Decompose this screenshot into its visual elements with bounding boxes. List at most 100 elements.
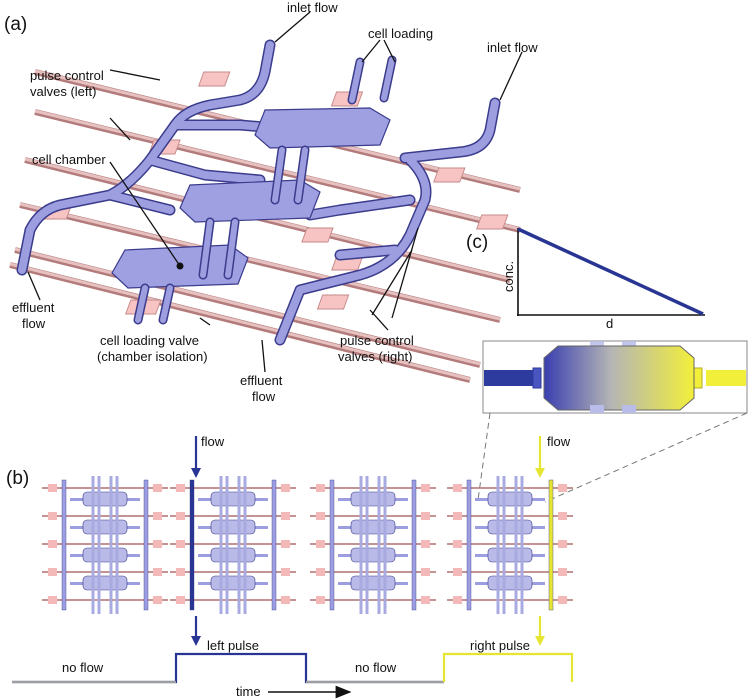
b-valve-pad	[421, 568, 430, 576]
label-pulse-left-line2: valves (left)	[30, 84, 96, 99]
b-chamber	[487, 519, 533, 535]
b-loading-line	[91, 476, 95, 614]
label-flow-right: flow	[547, 434, 571, 449]
b-valve-pad	[176, 540, 185, 548]
label-flow-left: flow	[201, 434, 225, 449]
b-valve-pad	[153, 596, 162, 604]
flow-arrow-icon	[394, 143, 414, 151]
b-left-channel	[329, 479, 335, 611]
time-axis-label: time	[236, 684, 261, 699]
schematic-grid	[170, 476, 296, 614]
b-loading-line	[520, 476, 524, 614]
b-loading-line	[97, 476, 101, 614]
b-right-channel	[411, 479, 417, 611]
panel-c: (c) conc. d	[466, 227, 748, 503]
b-chamber	[210, 547, 256, 563]
b-loading-line	[377, 476, 381, 614]
label-loading-valve-line1: cell loading valve	[100, 333, 199, 348]
cell-chambers	[111, 107, 391, 289]
label-inlet-flow-right: inlet flow	[487, 40, 538, 55]
b-chamber	[350, 519, 396, 535]
b-grids	[42, 476, 573, 614]
b-chamber	[82, 519, 128, 535]
label-effluent-left-line1: effluent	[12, 300, 55, 315]
b-loading-line	[359, 476, 363, 614]
b-chamber	[82, 491, 128, 507]
b-chamber	[350, 575, 396, 591]
b-loading-line	[514, 476, 518, 614]
zoom-left-valve	[532, 367, 542, 389]
b-left-channel	[61, 479, 67, 611]
b-valve-pad	[48, 540, 57, 548]
b-valve-pad	[176, 596, 185, 604]
b-valve-pad	[558, 540, 567, 548]
b-valve-pad	[48, 568, 57, 576]
b-valve-pad	[558, 568, 567, 576]
b-loading-line	[225, 476, 229, 614]
b-left-channel	[189, 479, 195, 611]
zoom-guide-right	[544, 412, 748, 503]
b-loading-line	[496, 476, 500, 614]
timeline-label-4: right pulse	[470, 638, 530, 653]
timeline-right-pulse	[442, 652, 574, 682]
panel-a: (a)	[4, 0, 538, 404]
b-chamber	[487, 491, 533, 507]
b-valve-pad	[453, 596, 462, 604]
b-valve-pad	[558, 484, 567, 492]
b-loading-line	[243, 476, 247, 614]
b-valve-pad	[281, 484, 290, 492]
label-pulse-left-line1: pulse control	[30, 68, 104, 83]
schematic-grid	[310, 476, 436, 614]
b-right-channel	[143, 479, 149, 611]
b-left-channel	[466, 479, 472, 611]
b-valve-pad	[421, 484, 430, 492]
flow-arrowhead-right	[535, 468, 545, 478]
b-valve-pad	[316, 568, 325, 576]
b-valve-pad	[316, 596, 325, 604]
b-valve-pad	[453, 540, 462, 548]
out-arrowhead-right	[535, 636, 545, 646]
c-y-label: conc.	[501, 261, 516, 292]
concentration-line	[517, 227, 704, 316]
b-valve-pad	[176, 484, 185, 492]
b-valve-pad	[281, 568, 290, 576]
flow-arrow-icon	[239, 107, 264, 116]
b-valve-pad	[281, 512, 290, 520]
panel-label-a: (a)	[4, 14, 27, 35]
zoom-right-channel	[706, 370, 746, 386]
chamber-1	[254, 107, 391, 149]
schematic-grid	[42, 476, 168, 614]
b-valve-pad	[281, 540, 290, 548]
b-right-channel	[271, 479, 277, 611]
timeline-label-2: left pulse	[207, 638, 259, 653]
b-chamber	[487, 547, 533, 563]
b-valve-pad	[176, 568, 185, 576]
b-valve-pad	[453, 512, 462, 520]
b-valve-pad	[558, 512, 567, 520]
b-valve-pad	[316, 540, 325, 548]
b-chamber	[82, 547, 128, 563]
panel-label-c: (c)	[466, 232, 488, 253]
out-arrowhead-left	[191, 636, 201, 646]
label-cell-chamber: cell chamber	[32, 152, 106, 167]
b-loading-line	[219, 476, 223, 614]
b-valve-pad	[281, 596, 290, 604]
b-valve-pad	[316, 512, 325, 520]
label-loading-valve-line2: (chamber isolation)	[97, 349, 208, 364]
timeline-label-1: no flow	[62, 660, 104, 675]
timeline-label-3: no flow	[355, 660, 397, 675]
b-valve-pad	[316, 484, 325, 492]
b-valve-pad	[453, 568, 462, 576]
b-loading-line	[365, 476, 369, 614]
b-valve-pad	[48, 512, 57, 520]
zoom-branch-bottom	[622, 405, 636, 413]
zoom-right-valve	[693, 367, 703, 389]
zoom-chamber-gradient	[543, 345, 695, 411]
schematic-grid	[447, 476, 573, 614]
b-valve-pad	[421, 596, 430, 604]
b-chamber	[82, 575, 128, 591]
b-loading-line	[383, 476, 387, 614]
b-chamber	[210, 575, 256, 591]
b-valve-pad	[48, 484, 57, 492]
